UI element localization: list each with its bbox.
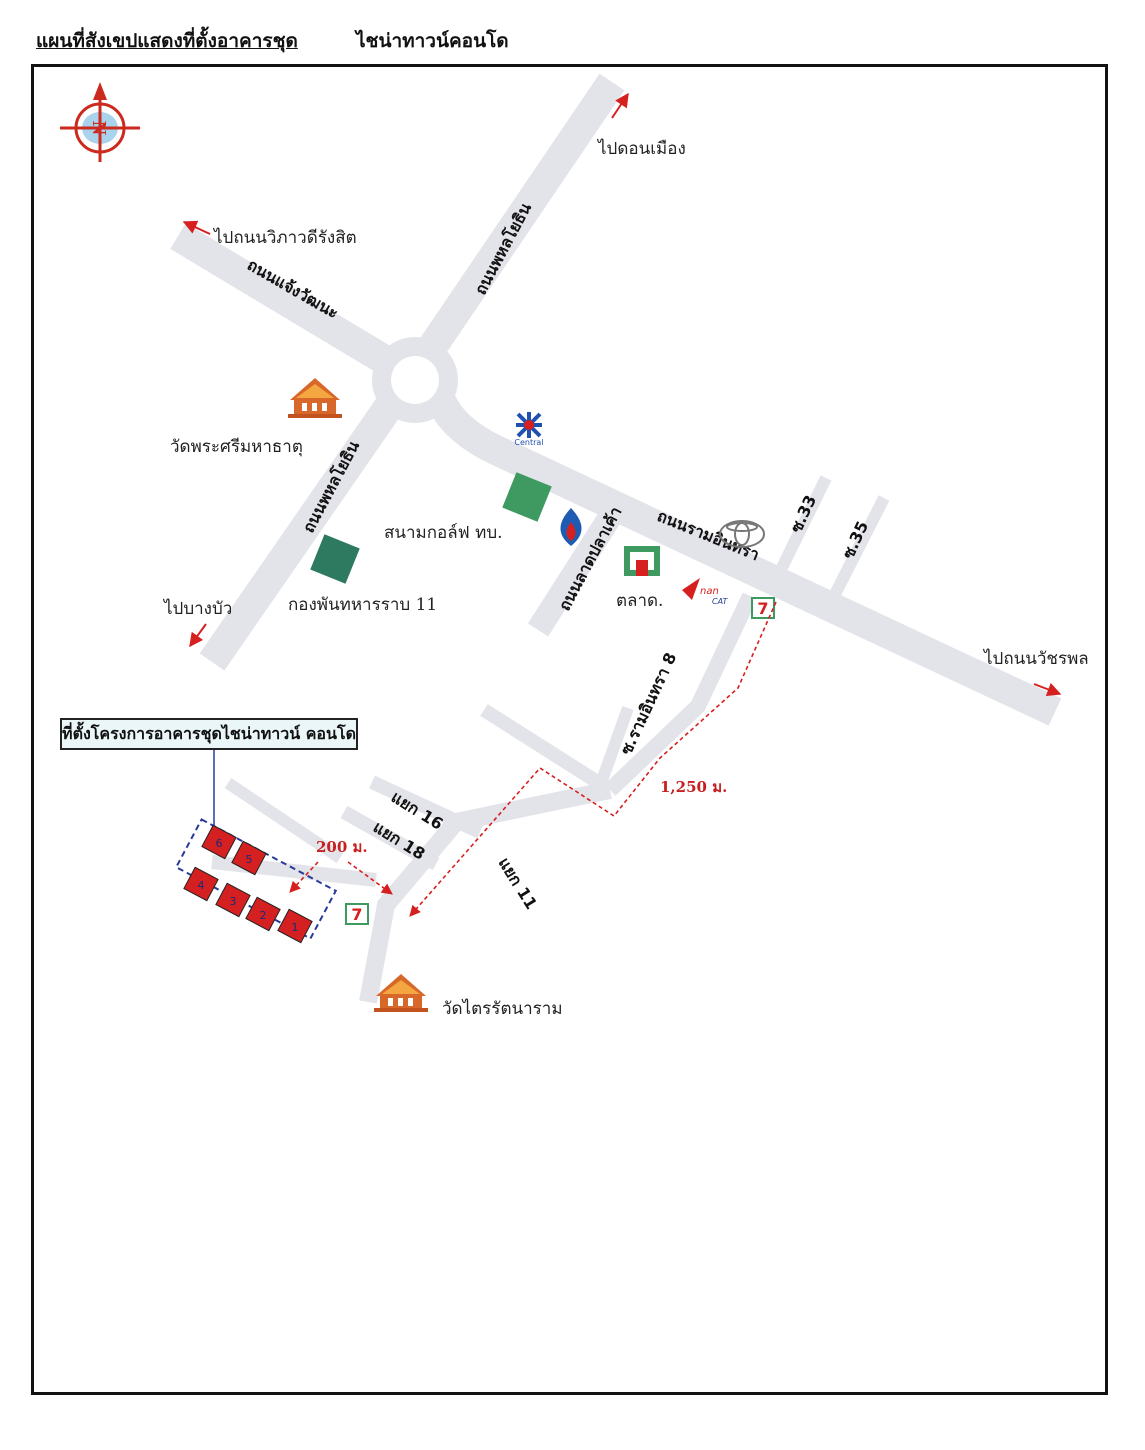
road-network <box>170 73 1062 1004</box>
building-label-4: 4 <box>198 879 205 892</box>
route-200m-b <box>347 861 393 895</box>
building-label-1: 1 <box>292 921 299 934</box>
label-wat-trai-rattanaram: วัดไตรรัตนาราม <box>442 998 563 1019</box>
road-yaek-18 <box>340 805 440 871</box>
compass-icon: N <box>60 82 140 162</box>
route-1250m <box>409 601 777 917</box>
arrow-don-mueang-icon <box>611 92 629 119</box>
road-label-yaek-11: แยก 11 <box>495 854 541 913</box>
compass-letter: N <box>88 121 110 136</box>
label-market: ตลาด. <box>616 591 663 611</box>
road-project-access <box>224 778 344 863</box>
road-chaengwattana <box>170 223 396 375</box>
building-6 <box>201 824 237 860</box>
label-to-don-mueang: ไปดอนเมือง <box>596 138 686 159</box>
map-title: แผนที่สังเขปแสดงที่ตั้งอาคารชุด <box>36 30 298 52</box>
arrow-watcharaphon-icon <box>1033 682 1062 697</box>
distance-200m: 200 ม. <box>316 838 368 856</box>
golf-course-icon <box>502 472 552 522</box>
road-soi-ramintra-8-spur <box>594 705 634 789</box>
road-phahonyothin-north <box>405 73 625 377</box>
project-name: ไชน่าทาวน์คอนโด <box>356 30 509 52</box>
building-5 <box>231 840 267 876</box>
arrow-vibhavadi-icon <box>182 220 211 235</box>
building-3 <box>215 882 251 918</box>
seven-eleven-icon-local: 7 <box>345 903 369 925</box>
building-4 <box>183 866 219 902</box>
road-local-branch <box>359 781 612 1004</box>
label-to-watcharaphon: ไปถนนวัชรพล <box>982 648 1089 669</box>
building-1 <box>277 908 313 944</box>
cat-logo-text: nan <box>700 586 719 597</box>
label-regiment: กองพันทหารราบ 11 <box>288 595 437 615</box>
regiment-icon <box>310 534 360 584</box>
road-label-phahonyothin-north: ถนนพหลโยธิน <box>470 199 535 298</box>
cat-logo-sub: CAT <box>712 597 728 606</box>
toyota-logo-icon <box>719 520 765 548</box>
road-lat-pla-khao <box>527 507 623 637</box>
label-wat-phra-sri: วัดพระศรีมหาธาตุ <box>170 437 303 457</box>
building-label-2: 2 <box>260 909 267 922</box>
seven-eleven-icon-ramintra: 7 <box>751 597 775 619</box>
temple-icon <box>288 378 342 418</box>
label-to-vibhavadi: ไปถนนวิภาวดีรังสิต <box>212 227 357 248</box>
seven-eleven-mark-1: 7 <box>757 599 768 618</box>
temple-icon-wat-trai <box>374 974 428 1012</box>
map-frame <box>31 64 1108 1395</box>
building-label-6: 6 <box>216 837 223 850</box>
building-label-5: 5 <box>246 853 253 866</box>
building-label-3: 3 <box>230 895 237 908</box>
central-logo-icon: Central <box>514 412 544 447</box>
market-icon <box>624 546 660 576</box>
ptt-station-icon <box>560 508 582 546</box>
label-golf-course: สนามกอล์ฟ ทบ. <box>384 523 503 543</box>
cat-logo-icon: nan CAT <box>682 578 728 606</box>
central-logo-text: Central <box>514 438 543 447</box>
road-label-yaek-18: แยก 18 <box>370 817 429 863</box>
project-callout: ที่ตั้งโครงการอาคารชุดไชน่าทาวน์ คอนโด <box>60 718 358 750</box>
arrow-bang-bua-icon <box>189 623 207 648</box>
seven-eleven-mark-2: 7 <box>351 905 362 924</box>
road-soi-35 <box>824 495 890 607</box>
road-yaek-16 <box>369 775 483 839</box>
road-label-soi-33: ซ.33 <box>786 492 820 536</box>
project-buildings: 6 5 4 3 2 1 <box>183 824 313 944</box>
label-to-bang-bua: ไปบางบัว <box>162 598 232 619</box>
distance-1250m: 1,250 ม. <box>660 778 727 796</box>
road-soi-ramintra-8 <box>604 592 758 796</box>
building-2 <box>245 896 281 932</box>
road-local-link <box>480 704 614 796</box>
roundabout-center <box>391 356 439 404</box>
road-label-phahonyothin-south: ถนนพหลโยธิน <box>298 437 363 536</box>
road-soi-33 <box>766 475 832 591</box>
road-phahonyothin-south <box>199 393 405 671</box>
